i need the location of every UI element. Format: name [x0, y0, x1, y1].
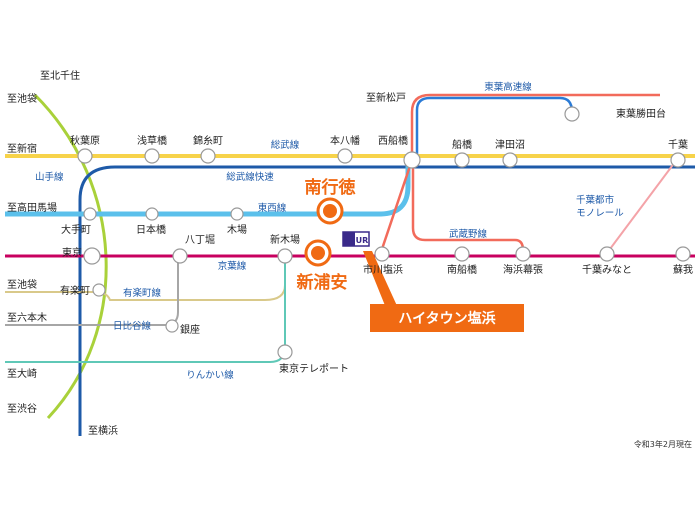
station-chiba: 千葉 — [668, 138, 688, 151]
minamifunabashi-marker — [454, 246, 470, 262]
dir-shinjuku: 至新宿 — [7, 142, 37, 155]
station-tsudanuma: 津田沼 — [495, 138, 525, 151]
line-label-keiyo: 京葉線 — [218, 260, 247, 272]
kiba-marker — [230, 207, 244, 221]
station-markers — [77, 106, 691, 360]
tokyo-marker — [83, 247, 101, 265]
line-label-toyo: 東葉高速線 — [484, 81, 532, 93]
dir-ikebukuro-2: 至池袋 — [7, 278, 37, 291]
station-kinshicho: 錦糸町 — [193, 134, 223, 147]
station-motoyawata: 本八幡 — [330, 134, 360, 147]
station-soga: 蘇我 — [673, 263, 693, 276]
soga-marker — [675, 246, 691, 262]
minamigyotoku-label: 南行徳 — [305, 177, 356, 198]
line-label-musashino: 武蔵野線 — [449, 228, 488, 240]
shinurayasu-label: 新浦安 — [297, 272, 348, 293]
rinkai-line — [5, 262, 286, 363]
sobu-rapid-line — [78, 165, 695, 436]
station-ginza: 銀座 — [180, 323, 200, 336]
otemachi-marker — [83, 207, 97, 221]
nishifunabashi-marker — [403, 151, 421, 169]
station-otemachi: 大手町 — [61, 223, 91, 236]
station-kiba: 木場 — [227, 223, 247, 236]
hatchobori-marker — [172, 248, 188, 264]
line-label-sobu-rapid: 総武線快速 — [226, 171, 274, 183]
akihabara-marker — [77, 148, 93, 164]
chiba-marker — [670, 152, 686, 168]
line-label-yamanote: 山手線 — [35, 171, 64, 183]
hightown-label: ハイタウン塩浜 — [398, 310, 495, 327]
station-nishifunabashi: 西船橋 — [378, 134, 408, 147]
musashino-line — [378, 93, 660, 256]
kinshicho-marker — [200, 148, 216, 164]
dir-takadanobaba: 至高田馬場 — [7, 201, 57, 214]
station-shinkiba: 新木場 — [270, 233, 300, 246]
line-label-monorail-2: モノレール — [576, 208, 624, 219]
toyo-line — [415, 96, 574, 160]
station-akihabara: 秋葉原 — [70, 134, 100, 147]
date-note: 令和3年2月現在 — [634, 439, 692, 449]
station-ichikawashiohama: 市川塩浜 — [363, 263, 403, 276]
line-label-rinkai: りんかい線 — [186, 369, 234, 381]
line-label-sobu: 総武線 — [271, 139, 300, 151]
monorail-line — [606, 157, 679, 254]
dir-shinmatsudo: 至新松戸 — [366, 91, 406, 104]
funabashi-marker — [454, 152, 470, 168]
dir-ikebukuro-1: 至池袋 — [7, 92, 37, 105]
dir-osaki: 至大崎 — [7, 367, 37, 380]
tokyoteleport-marker — [277, 344, 293, 360]
line-label-hibiya: 日比谷線 — [113, 320, 152, 332]
tobukatsutadai-marker — [564, 106, 580, 122]
tozai-line — [5, 160, 411, 217]
ginza-marker — [165, 319, 179, 333]
station-tobukatsutadai: 東葉勝田台 — [616, 107, 666, 120]
dir-yokohama: 至横浜 — [88, 424, 118, 437]
shinurayasu-marker-core — [311, 246, 325, 260]
station-asakusabashi: 浅草橋 — [137, 134, 167, 147]
ichikawashiohama-marker — [374, 246, 390, 262]
station-funabashi: 船橋 — [452, 138, 472, 151]
ur-logo: UR — [342, 231, 370, 247]
motoyawata-marker — [337, 148, 353, 164]
station-tokyo: 東京 — [62, 246, 82, 259]
line-label-monorail-1: 千葉都市 — [576, 194, 615, 206]
station-tokyoteleport: 東京テレポート — [279, 362, 349, 375]
asakusabashi-marker — [144, 148, 160, 164]
station-chibaminato: 千葉みなと — [582, 263, 632, 276]
ur-logo-text: UR — [356, 236, 369, 245]
dir-shibuya: 至渋谷 — [7, 402, 37, 415]
station-kaihinmakuhari: 海浜幕張 — [503, 263, 543, 276]
hightown-callout — [370, 304, 524, 332]
station-minamifunabashi: 南船橋 — [447, 263, 477, 276]
station-hatchobori: 八丁堀 — [185, 234, 215, 246]
nihonbashi-marker — [145, 207, 159, 221]
dir-kitasenju: 至北千住 — [40, 69, 80, 82]
kaihinmakuhari-marker — [515, 246, 531, 262]
station-nihonbashi: 日本橋 — [136, 223, 166, 236]
musashino-line-south — [411, 160, 525, 251]
dir-roppongi: 至六本木 — [7, 311, 47, 324]
chibaminato-marker — [599, 246, 615, 262]
tsudanuma-marker — [502, 152, 518, 168]
line-label-tozai: 東西線 — [258, 202, 287, 214]
yurakucho-marker — [92, 283, 106, 297]
station-yurakucho: 有楽町 — [60, 284, 90, 297]
shinkiba-marker — [277, 248, 293, 264]
callout-pointer — [363, 251, 398, 308]
line-label-yurakucho: 有楽町線 — [123, 287, 162, 299]
minamigyotoku-marker-core — [323, 204, 337, 218]
